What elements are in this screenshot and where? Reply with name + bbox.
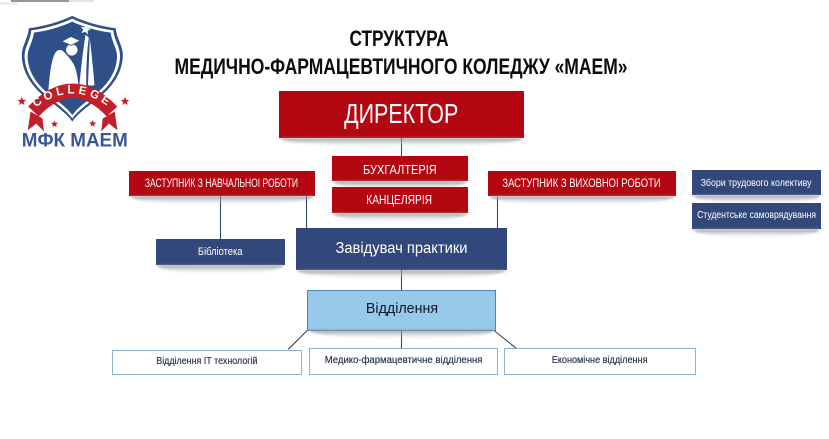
svg-text:МФК МАЕМ: МФК МАЕМ [22, 131, 128, 152]
svg-text:МЕДИЧНО-ФАРМАЦЕВТИЧНОГО КОЛЕДЖ: МЕДИЧНО-ФАРМАЦЕВТИЧНОГО КОЛЕДЖУ «МАЕМ» [175, 54, 628, 79]
svg-text:СТРУКТУРА: СТРУКТУРА [350, 26, 449, 51]
